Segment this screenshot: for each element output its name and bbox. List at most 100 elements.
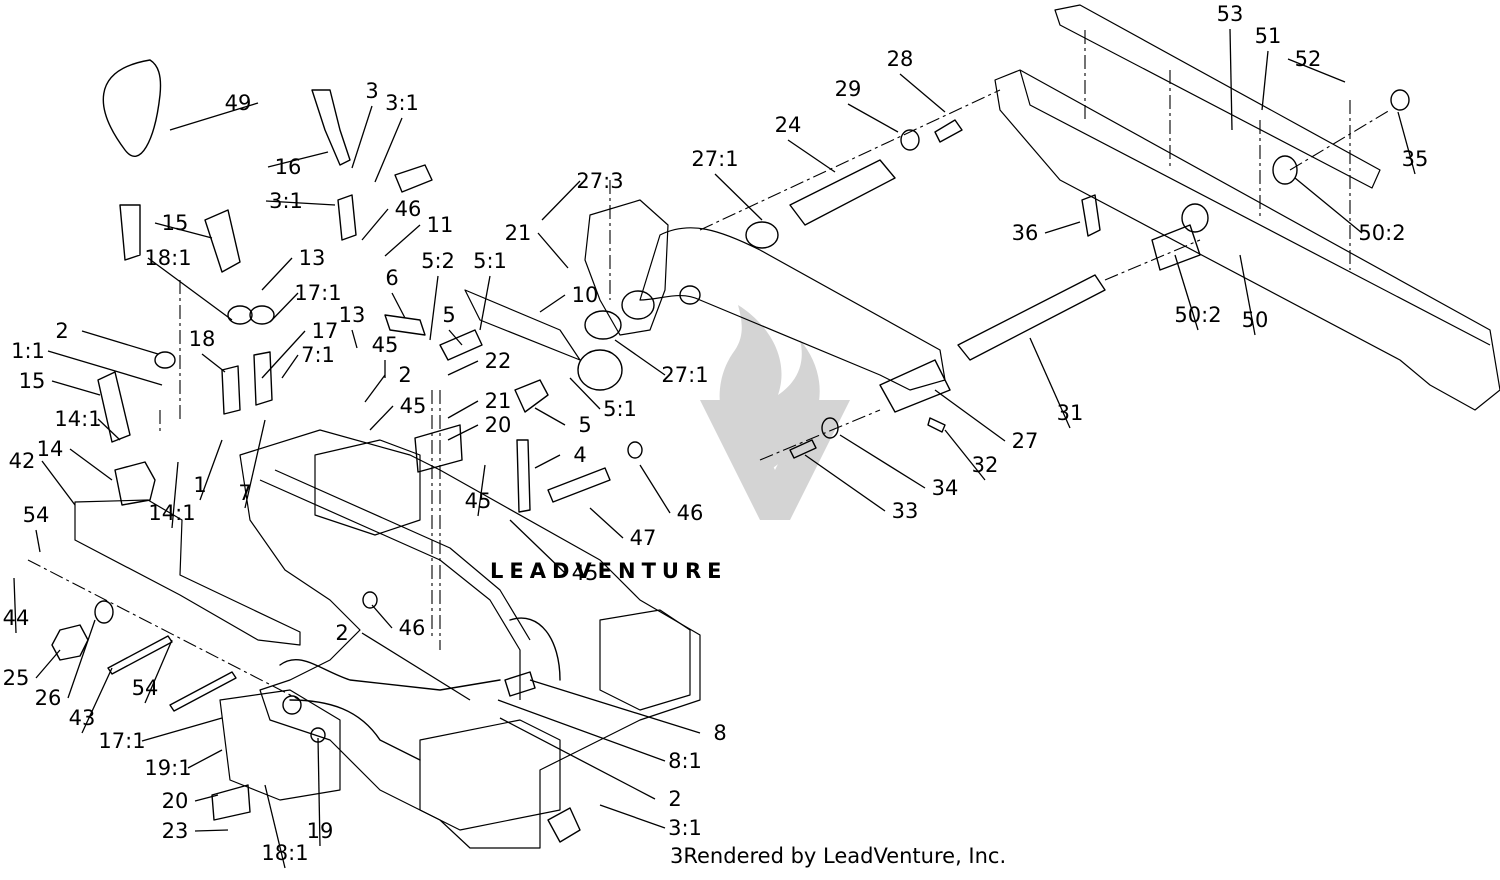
callout-leader bbox=[97, 418, 121, 441]
callout-label: 54 bbox=[132, 676, 159, 700]
callout-leader bbox=[281, 354, 299, 379]
callout-leader bbox=[265, 200, 336, 206]
callout-label: 15 bbox=[162, 211, 189, 235]
washer-35 bbox=[1390, 89, 1410, 111]
callout-leader bbox=[361, 632, 471, 701]
callout-label: 14 bbox=[37, 437, 64, 461]
callout-leader bbox=[1397, 111, 1416, 175]
callout-label: 6 bbox=[385, 266, 398, 290]
callout-leader bbox=[364, 374, 386, 403]
callout-label: 27:1 bbox=[691, 147, 738, 171]
callout-leader bbox=[147, 257, 233, 321]
nut-13-b bbox=[249, 305, 275, 325]
fitting-3-bottom bbox=[547, 807, 581, 843]
callout-leader bbox=[201, 353, 226, 373]
fitting-17 bbox=[253, 351, 273, 406]
callout-label: 19 bbox=[307, 819, 334, 843]
callout-label: 42 bbox=[9, 449, 36, 473]
fitting-17-1-low bbox=[282, 695, 302, 715]
alignment-line bbox=[1104, 239, 1201, 281]
frame-rail-assembly bbox=[994, 4, 1500, 411]
callout-label: 35 bbox=[1402, 147, 1429, 171]
fitting-8 bbox=[504, 671, 536, 697]
frame-side-box bbox=[599, 609, 691, 711]
bolt-28 bbox=[934, 119, 963, 143]
callout-leader bbox=[369, 405, 394, 431]
bolt-32 bbox=[927, 417, 946, 433]
fitting-18-1 bbox=[119, 204, 141, 261]
callout-label: 14:1 bbox=[54, 407, 101, 431]
callout-label: 27:1 bbox=[661, 363, 708, 387]
callout-leader bbox=[429, 275, 439, 341]
callout-label: 23 bbox=[162, 819, 189, 843]
hydraulic-tube-3 bbox=[509, 617, 561, 681]
nut-25 bbox=[51, 624, 89, 661]
callout-leader bbox=[541, 180, 581, 221]
callout-leader bbox=[374, 117, 403, 183]
elbow-5 bbox=[439, 329, 483, 361]
bushing-24 bbox=[789, 159, 896, 226]
callout-label: 5:1 bbox=[473, 249, 507, 273]
bushing-50-2-a bbox=[1272, 155, 1298, 185]
callout-label: 47 bbox=[630, 526, 657, 550]
bushing-50-2-c bbox=[1151, 224, 1201, 271]
callout-leader bbox=[81, 667, 113, 734]
callout-leader bbox=[351, 329, 358, 349]
callout-leader bbox=[477, 464, 486, 517]
callout-leader bbox=[534, 407, 566, 426]
tube-47 bbox=[547, 467, 611, 503]
callout-leader bbox=[13, 577, 17, 634]
lift-arm-assembly bbox=[464, 119, 1106, 459]
callout-leader bbox=[934, 389, 1006, 442]
callout-label: 19:1 bbox=[144, 756, 191, 780]
callout-leader bbox=[35, 649, 61, 679]
callout-label: 8:1 bbox=[668, 749, 702, 773]
callout-label: 7:1 bbox=[301, 343, 335, 367]
callout-label: 29 bbox=[835, 77, 862, 101]
callout-leader bbox=[1287, 58, 1346, 83]
callout-label: 17:1 bbox=[294, 281, 341, 305]
render-credit: 3Rendered by LeadVenture, Inc. bbox=[670, 844, 1007, 868]
callout-leader bbox=[589, 507, 624, 539]
callout-leader bbox=[839, 434, 926, 489]
lift-arm-bracket bbox=[584, 199, 669, 336]
hydraulic-tube-2 bbox=[289, 699, 421, 761]
callout-leader bbox=[479, 275, 491, 331]
callout-label: 51 bbox=[1255, 24, 1282, 48]
frame-upper-box bbox=[314, 439, 421, 536]
callout-leader bbox=[261, 257, 293, 291]
lift-arm-bore bbox=[621, 290, 655, 320]
clamp-20-top bbox=[414, 424, 463, 473]
callout-leader bbox=[944, 429, 986, 481]
fitting-18 bbox=[221, 365, 241, 415]
alignment-line bbox=[699, 89, 1001, 231]
left-frame-assembly bbox=[74, 429, 701, 849]
callout-leader bbox=[539, 294, 566, 313]
callout-label: 8 bbox=[713, 721, 726, 745]
callout-leader bbox=[1029, 337, 1071, 429]
callout-label: 22 bbox=[485, 349, 512, 373]
alignment-line bbox=[1289, 109, 1391, 171]
callout-leader bbox=[141, 717, 223, 742]
callout-label: 44 bbox=[3, 606, 30, 630]
frame-channel bbox=[259, 479, 521, 700]
alignment-line bbox=[27, 559, 301, 701]
callout-label: 27:3 bbox=[576, 169, 623, 193]
callout-label: 11 bbox=[427, 213, 454, 237]
callout-label: 34 bbox=[932, 476, 959, 500]
bolt-43-a bbox=[107, 635, 173, 675]
frame-rail-50-top bbox=[1019, 69, 1491, 346]
callout-leader bbox=[69, 448, 113, 481]
callout-leader bbox=[448, 329, 463, 346]
callout-leader bbox=[267, 151, 329, 168]
arm-tube bbox=[464, 289, 581, 361]
callout-label: 10 bbox=[572, 283, 599, 307]
frame-lower-crossmember bbox=[419, 719, 561, 831]
main-frame-body bbox=[239, 429, 701, 849]
callout-label: 46 bbox=[399, 616, 426, 640]
frame-channel-inner bbox=[274, 469, 531, 641]
callout-leader bbox=[1174, 254, 1199, 331]
callout-leader bbox=[497, 699, 666, 762]
pin-36 bbox=[1081, 194, 1101, 237]
callout-label: 2 bbox=[668, 787, 681, 811]
